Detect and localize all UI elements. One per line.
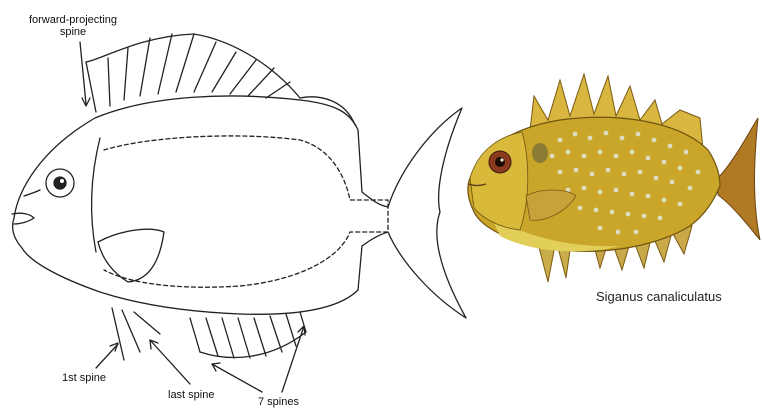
fish-mouth (12, 213, 34, 224)
forward-spine-label: forward-projecting spine (28, 14, 118, 38)
forward-spine-label-line1: forward-projecting (28, 14, 118, 26)
seven-spines-label: 7 spines (258, 396, 299, 408)
arrow-forward-spine (80, 42, 86, 104)
anal-spines (190, 312, 306, 358)
species-caption: Siganus canaliculatus (596, 289, 722, 304)
pectoral-fin (98, 229, 164, 282)
fish-body-outline (13, 96, 466, 318)
arrow-first-spine (96, 344, 118, 368)
gill-line (92, 138, 100, 252)
fish-eye-pupil (54, 177, 66, 189)
arrow-last-spine (150, 340, 190, 384)
dorsal-spines (86, 34, 300, 112)
arrow-seven-spines-a (212, 364, 262, 392)
line-drawing-fish (12, 34, 466, 392)
dark-shoulder-patch (532, 143, 548, 163)
forward-spine-label-line2: spine (28, 26, 118, 38)
fish-tail (718, 118, 760, 240)
pelvic-spines (112, 308, 160, 360)
body-dashed-line (104, 136, 388, 287)
first-spine-label: 1st spine (62, 372, 106, 384)
last-spine-label: last spine (168, 389, 214, 401)
color-fish-illustration (468, 74, 760, 282)
